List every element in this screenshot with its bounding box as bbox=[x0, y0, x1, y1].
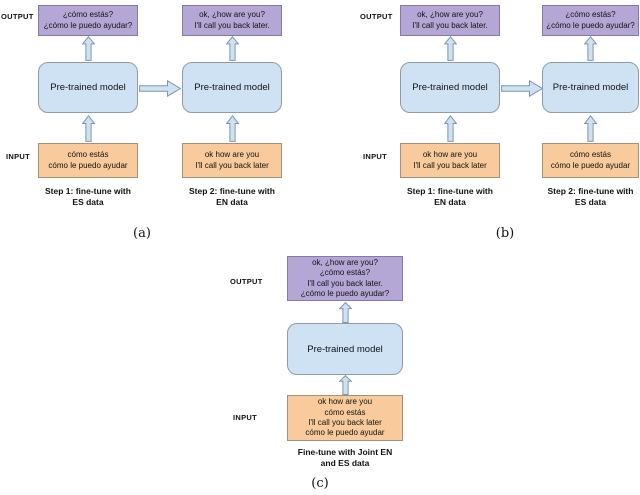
joint-column: ok, ¿how are you? ¿cómo estás? I'll call… bbox=[287, 245, 403, 495]
output-line: ok, ¿how are you? bbox=[417, 10, 483, 19]
caption-line: Step 1: fine-tune with bbox=[45, 186, 131, 196]
step-caption: Fine-tune with Joint EN and ES data bbox=[270, 447, 420, 468]
up-arrow-icon bbox=[444, 115, 457, 142]
input-line: cómo estás bbox=[324, 407, 366, 417]
caption-line: Step 2: fine-tune with bbox=[547, 186, 634, 196]
output-box: ok, ¿how are you? I'll call you back lat… bbox=[400, 5, 500, 36]
pretrained-model-box: Pre-trained model bbox=[542, 62, 639, 113]
figure-a: OUTPUT INPUT ¿cómo estás? ¿cómo le puedo… bbox=[0, 0, 320, 245]
input-box: ok how are you cómo estás I'll call you … bbox=[287, 395, 403, 441]
step1-column: ¿cómo estás? ¿cómo le puedo ayudar? Pre-… bbox=[38, 0, 138, 220]
up-arrow-icon bbox=[584, 36, 597, 61]
input-label: INPUT bbox=[363, 152, 387, 161]
output-line: I'll call you back later. bbox=[194, 20, 270, 30]
step-caption: Step 1: fine-tune with EN data bbox=[375, 186, 525, 207]
caption-line: and ES data bbox=[320, 457, 370, 468]
input-label: INPUT bbox=[6, 152, 30, 161]
caption-line: EN data bbox=[434, 196, 466, 207]
output-label: OUTPUT bbox=[360, 12, 393, 21]
step-caption: Step 1: fine-tune with ES data bbox=[13, 186, 163, 207]
input-line: cómo le puedo ayudar bbox=[550, 160, 631, 170]
output-line: ¿cómo le puedo ayudar? bbox=[300, 288, 390, 298]
output-line: ok, ¿how are you? bbox=[199, 10, 265, 19]
output-line: ¿cómo estás? bbox=[62, 10, 114, 19]
up-arrow-icon bbox=[226, 36, 239, 61]
model-label: Pre-trained model bbox=[552, 82, 629, 93]
input-label: INPUT bbox=[233, 413, 257, 422]
figure-c: OUTPUT INPUT ok, ¿how are you? ¿cómo est… bbox=[220, 245, 430, 495]
right-arrow-icon bbox=[139, 80, 181, 97]
input-line: cómo le puedo ayudar bbox=[48, 160, 128, 170]
output-box: ok, ¿how are you? ¿cómo estás? I'll call… bbox=[287, 256, 403, 301]
step2-column: ok, ¿how are you? I'll call you back lat… bbox=[182, 0, 282, 220]
caption-line: Step 2: fine-tune with bbox=[189, 186, 275, 196]
step-caption: Step 2: fine-tune with EN data bbox=[157, 186, 307, 207]
input-box: cómo estás cómo le puedo ayudar bbox=[38, 143, 138, 178]
output-box: ¿cómo estás? ¿cómo le puedo ayudar? bbox=[38, 5, 138, 36]
input-line: ok how are you bbox=[317, 397, 373, 407]
up-arrow-icon bbox=[82, 115, 95, 142]
output-label: OUTPUT bbox=[230, 277, 263, 286]
up-arrow-icon bbox=[226, 115, 239, 142]
figure-tag: (c) bbox=[311, 476, 329, 491]
caption-line: ES data bbox=[72, 196, 104, 207]
step2-column: ¿cómo estás? ¿cómo le puedo ayudar? Pre-… bbox=[542, 0, 639, 220]
pretrained-model-box: Pre-trained model bbox=[400, 62, 500, 113]
caption-line: Step 1: fine-tune with bbox=[407, 186, 493, 196]
model-label: Pre-trained model bbox=[194, 82, 270, 93]
up-arrow-icon bbox=[444, 36, 457, 61]
model-label: Pre-trained model bbox=[307, 343, 383, 355]
input-line: I'll call you back later bbox=[195, 160, 269, 170]
output-line: ¿cómo le puedo ayudar? bbox=[43, 20, 133, 30]
caption-line: ES data bbox=[574, 196, 607, 207]
output-line: ¿cómo estás? bbox=[565, 10, 616, 19]
output-line: ¿cómo estás? bbox=[319, 268, 371, 278]
right-arrow-icon bbox=[501, 80, 543, 97]
input-line: ok how are you bbox=[204, 150, 260, 159]
model-label: Pre-trained model bbox=[50, 82, 126, 93]
input-line: cómo estás bbox=[67, 150, 109, 159]
input-line: cómo estás bbox=[570, 150, 611, 159]
pretrained-model-box: Pre-trained model bbox=[287, 323, 403, 375]
output-line: I'll call you back later. bbox=[412, 20, 488, 30]
figure-tag: (b) bbox=[495, 226, 515, 241]
output-line: ok, ¿how are you? bbox=[312, 257, 378, 267]
output-line: ¿cómo le puedo ayudar? bbox=[546, 20, 635, 30]
pretrained-model-box: Pre-trained model bbox=[38, 62, 138, 113]
output-label: OUTPUT bbox=[1, 12, 34, 21]
output-box: ok, ¿how are you? I'll call you back lat… bbox=[182, 5, 282, 36]
up-arrow-icon bbox=[584, 115, 597, 142]
figure-tag: (a) bbox=[133, 226, 151, 241]
pretrained-model-box: Pre-trained model bbox=[182, 62, 282, 113]
input-box: cómo estás cómo le puedo ayudar bbox=[542, 143, 639, 178]
output-box: ¿cómo estás? ¿cómo le puedo ayudar? bbox=[542, 5, 639, 36]
input-box: ok how are you I'll call you back later bbox=[400, 143, 500, 178]
input-line: cómo le puedo ayudar bbox=[305, 428, 385, 438]
caption-line: Fine-tune with Joint EN bbox=[297, 447, 393, 457]
step1-column: ok, ¿how are you? I'll call you back lat… bbox=[400, 0, 500, 220]
step-caption: Step 2: fine-tune with ES data bbox=[516, 186, 640, 207]
up-arrow-icon bbox=[82, 36, 95, 61]
model-label: Pre-trained model bbox=[412, 82, 488, 93]
up-arrow-icon bbox=[339, 375, 352, 395]
output-line: I'll call you back later. bbox=[307, 278, 383, 288]
input-box: ok how are you I'll call you back later bbox=[182, 143, 282, 178]
figure-b: OUTPUT INPUT ok, ¿how are you? I'll call… bbox=[360, 0, 640, 245]
input-line: ok how are you bbox=[422, 150, 478, 159]
caption-line: EN data bbox=[216, 196, 248, 207]
up-arrow-icon bbox=[339, 302, 352, 323]
input-line: I'll call you back later bbox=[308, 418, 382, 427]
input-line: I'll call you back later bbox=[413, 160, 487, 170]
